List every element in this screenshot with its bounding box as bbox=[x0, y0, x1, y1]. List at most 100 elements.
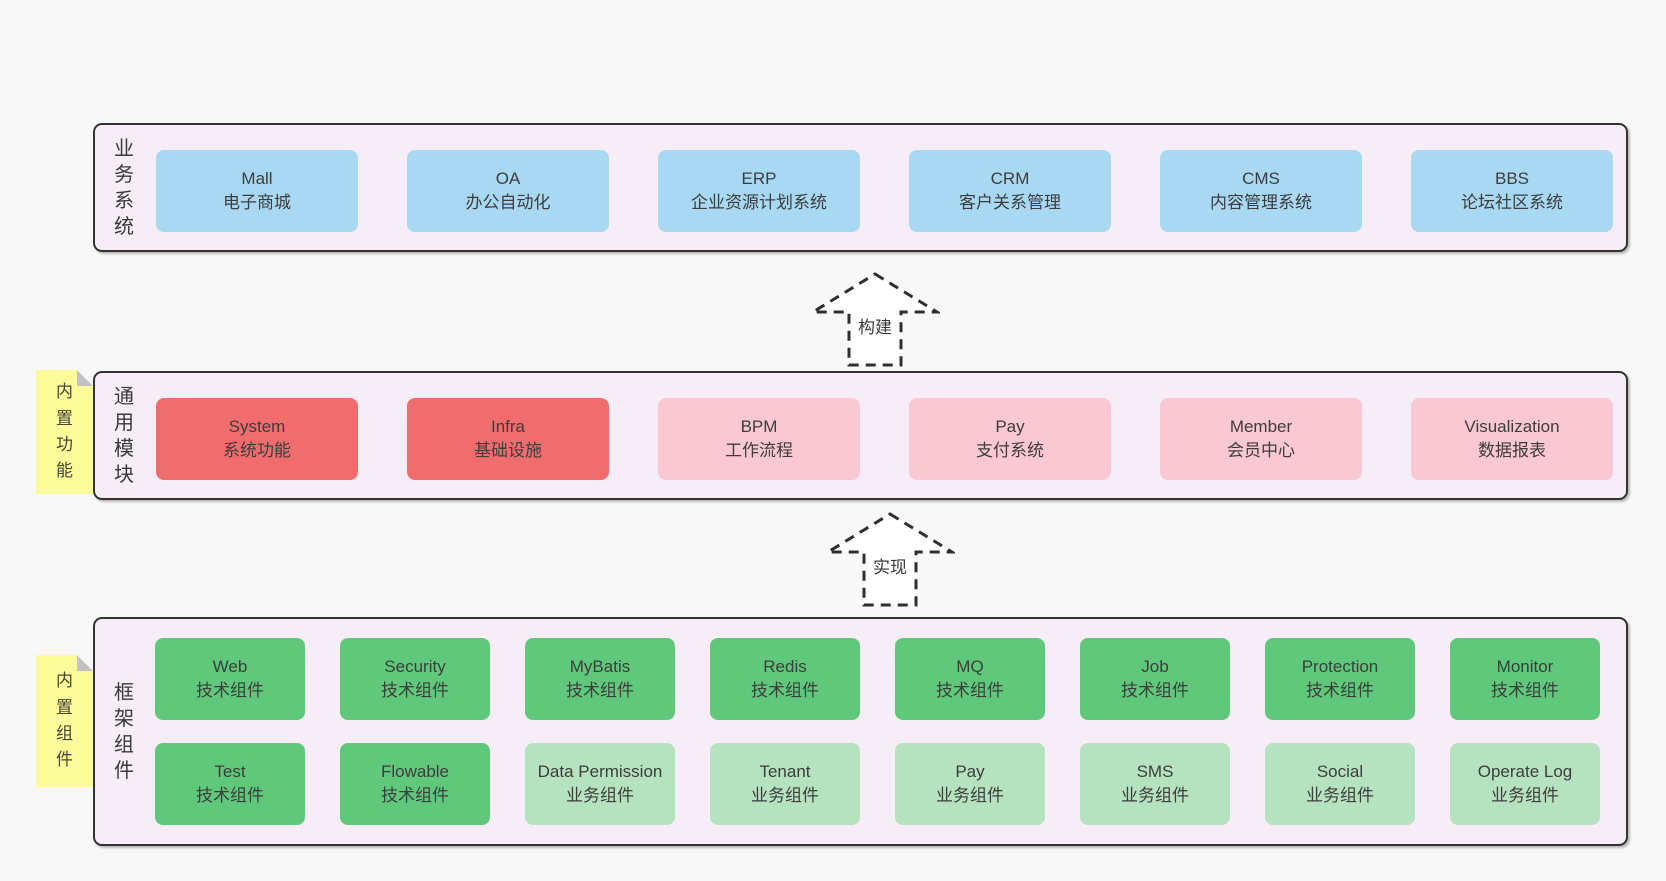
box-subtitle: 系统功能 bbox=[223, 441, 291, 460]
box-subtitle: 电子商城 bbox=[223, 193, 291, 212]
box-title: MQ bbox=[956, 656, 984, 676]
box-flowable: Flowable 技术组件 bbox=[340, 743, 490, 825]
box-title: Visualization bbox=[1464, 416, 1560, 436]
box-title: BBS bbox=[1494, 168, 1530, 188]
box-subtitle: 论坛社区系统 bbox=[1461, 193, 1563, 212]
box-subtitle: 支付系统 bbox=[976, 441, 1044, 460]
sticky-note-builtin-features: 内置功能 bbox=[36, 370, 93, 494]
box-subtitle: 工作流程 bbox=[725, 441, 793, 460]
box-subtitle: 技术组件 bbox=[1121, 681, 1189, 700]
sticky-note-text: 内置组件 bbox=[56, 671, 73, 770]
box-bpm: BPM 工作流程 bbox=[658, 398, 860, 480]
box-pay: Pay 支付系统 bbox=[909, 398, 1111, 480]
box-subtitle: 技术组件 bbox=[1306, 681, 1374, 700]
box-member: Member 会员中心 bbox=[1160, 398, 1362, 480]
box-title: Protection bbox=[1301, 656, 1379, 676]
sticky-note-builtin-components: 内置组件 bbox=[36, 655, 93, 787]
box-web: Web 技术组件 bbox=[155, 638, 305, 720]
box-subtitle: 业务组件 bbox=[1121, 786, 1189, 805]
box-title: Operate Log bbox=[1477, 761, 1573, 781]
box-subtitle: 基础设施 bbox=[474, 441, 542, 460]
box-subtitle: 技术组件 bbox=[381, 786, 449, 805]
box-title: Social bbox=[1316, 761, 1364, 781]
box-subtitle: 客户关系管理 bbox=[959, 193, 1061, 212]
box-title: Test bbox=[214, 761, 246, 781]
layer-label-business-systems: 业务系统 bbox=[95, 125, 153, 250]
box-title: SMS bbox=[1136, 761, 1174, 781]
box-title: Member bbox=[1229, 416, 1293, 436]
box-row: System 系统功能 Infra 基础设施 BPM 工作流程 Pay 支付系统 Member 会… bbox=[153, 398, 1626, 480]
box-protection: Protection 技术组件 bbox=[1265, 638, 1415, 720]
layer-label-common-modules: 通用模块 bbox=[95, 373, 153, 498]
box-subtitle: 内容管理系统 bbox=[1210, 193, 1312, 212]
arrow-implement: 实现 bbox=[825, 512, 955, 607]
box-subtitle: 业务组件 bbox=[751, 786, 819, 805]
box-title: Flowable bbox=[380, 761, 450, 781]
box-subtitle: 业务组件 bbox=[1491, 786, 1559, 805]
box-title: OA bbox=[495, 168, 521, 188]
layer-label-text: 通用模块 bbox=[114, 385, 134, 486]
box-subtitle: 技术组件 bbox=[936, 681, 1004, 700]
layer-common-modules: 通用模块 System 系统功能 Infra 基础设施 BPM 工作流程 Pay 支付系统 Me… bbox=[93, 371, 1628, 500]
box-title: BPM bbox=[740, 416, 778, 436]
box-subtitle: 数据报表 bbox=[1478, 441, 1546, 460]
box-title: Web bbox=[212, 656, 248, 676]
box-title: CRM bbox=[990, 168, 1030, 188]
box-title: System bbox=[228, 416, 286, 436]
box-sms: SMS 业务组件 bbox=[1080, 743, 1230, 825]
box-title: ERP bbox=[741, 168, 777, 188]
box-subtitle: 技术组件 bbox=[751, 681, 819, 700]
arrow-build-label: 构建 bbox=[855, 312, 895, 339]
arrow-build: 构建 bbox=[810, 272, 940, 367]
box-security: Security 技术组件 bbox=[340, 638, 490, 720]
box-subtitle: 技术组件 bbox=[381, 681, 449, 700]
box-pay: Pay 业务组件 bbox=[895, 743, 1045, 825]
layer-label-text: 业务系统 bbox=[114, 137, 134, 238]
box-subtitle: 业务组件 bbox=[936, 786, 1004, 805]
box-subtitle: 企业资源计划系统 bbox=[691, 193, 827, 212]
box-mybatis: MyBatis 技术组件 bbox=[525, 638, 675, 720]
box-subtitle: 技术组件 bbox=[196, 681, 264, 700]
arrow-implement-label: 实现 bbox=[870, 552, 910, 579]
box-mq: MQ 技术组件 bbox=[895, 638, 1045, 720]
box-crm: CRM 客户关系管理 bbox=[909, 150, 1111, 232]
layer-rows: System 系统功能 Infra 基础设施 BPM 工作流程 Pay 支付系统 Member 会… bbox=[153, 373, 1626, 498]
box-subtitle: 业务组件 bbox=[566, 786, 634, 805]
box-infra: Infra 基础设施 bbox=[407, 398, 609, 480]
layer-label-framework-components: 框架组件 bbox=[95, 619, 153, 844]
box-title: Monitor bbox=[1496, 656, 1554, 676]
box-test: Test 技术组件 bbox=[155, 743, 305, 825]
box-operate-log: Operate Log 业务组件 bbox=[1450, 743, 1600, 825]
box-system: System 系统功能 bbox=[156, 398, 358, 480]
box-title: MyBatis bbox=[569, 656, 631, 676]
box-subtitle: 业务组件 bbox=[1306, 786, 1374, 805]
box-title: Pay bbox=[955, 761, 985, 781]
box-title: Security bbox=[384, 656, 446, 676]
box-subtitle: 技术组件 bbox=[566, 681, 634, 700]
sticky-note-text: 内置功能 bbox=[56, 382, 73, 481]
box-subtitle: 会员中心 bbox=[1227, 441, 1295, 460]
box-bbs: BBS 论坛社区系统 bbox=[1411, 150, 1613, 232]
box-title: Infra bbox=[490, 416, 526, 436]
layer-label-text: 框架组件 bbox=[114, 681, 134, 782]
box-social: Social 业务组件 bbox=[1265, 743, 1415, 825]
box-title: Pay bbox=[995, 416, 1025, 436]
box-subtitle: 技术组件 bbox=[196, 786, 264, 805]
box-erp: ERP 企业资源计划系统 bbox=[658, 150, 860, 232]
